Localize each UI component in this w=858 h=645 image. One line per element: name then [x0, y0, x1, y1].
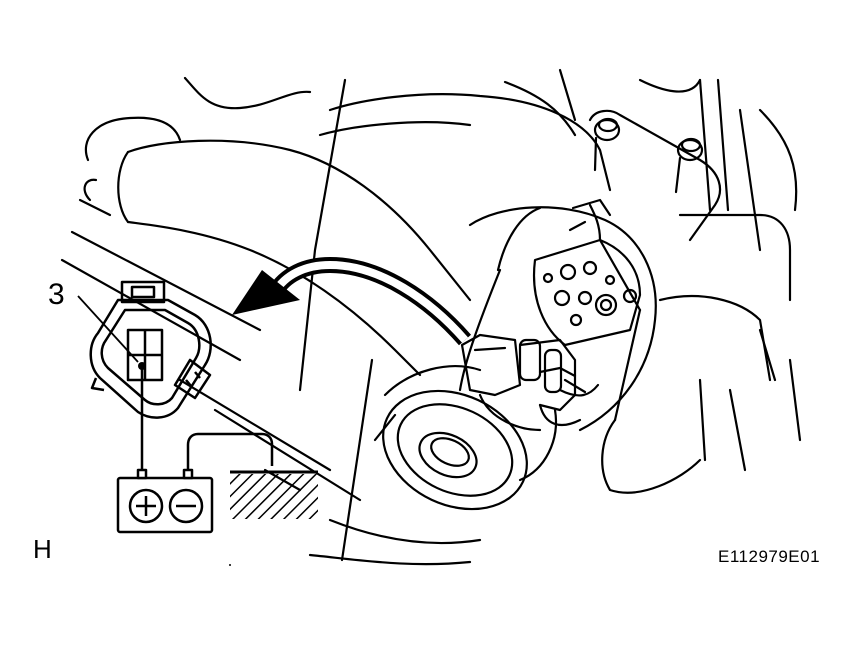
- panel-letter: H: [33, 534, 52, 564]
- battery-negative-terminal: [168, 488, 204, 524]
- ground-symbol: [230, 470, 318, 519]
- callout-number-3: 3: [48, 278, 65, 311]
- battery-positive-terminal: [128, 488, 164, 524]
- removal-arrow: [232, 256, 472, 346]
- figure-id: E112979E01: [718, 547, 821, 566]
- connector-pin-view: [89, 280, 212, 419]
- stray-dot: [229, 564, 231, 566]
- battery: [116, 476, 214, 534]
- engine-background: [60, 68, 802, 566]
- battery-circuit: [116, 366, 274, 534]
- callout-leader: [77, 295, 139, 363]
